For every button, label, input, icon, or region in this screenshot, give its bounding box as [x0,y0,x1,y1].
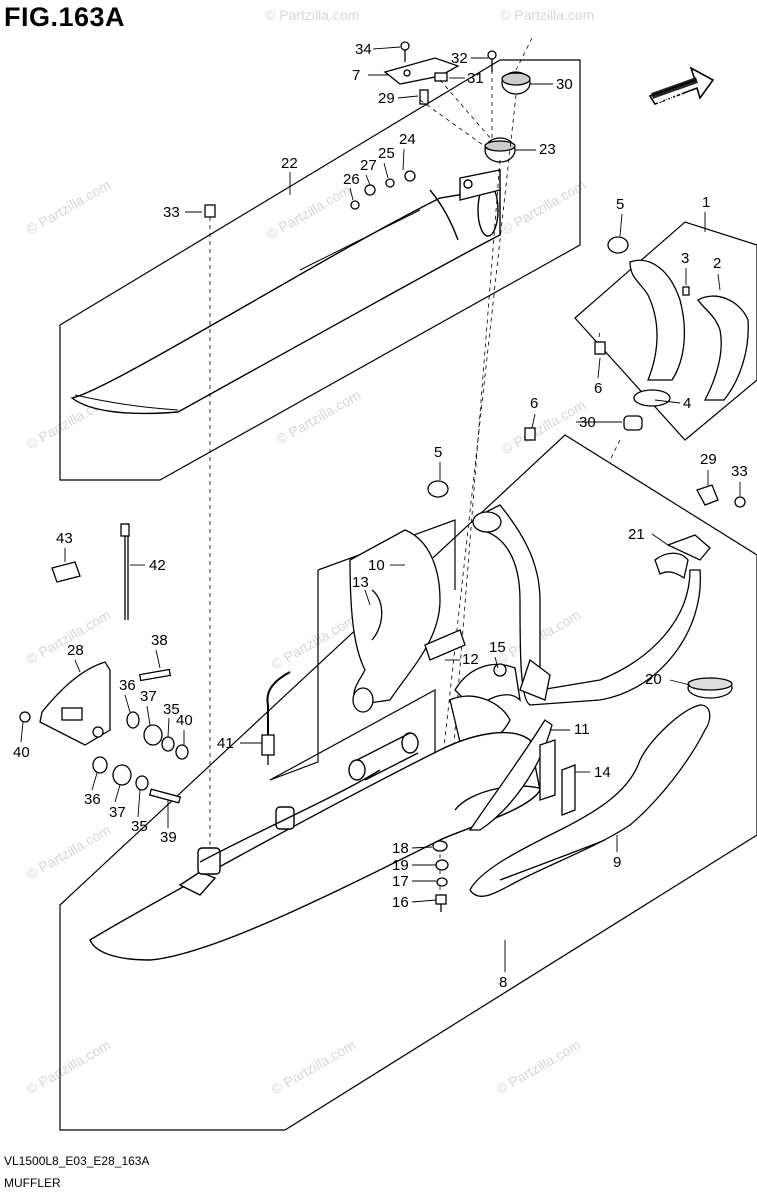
callout-37b: 37 [109,804,126,821]
heat-shields [468,704,711,897]
watermark: © Partzilla.com [274,387,364,448]
rear-muffler-box [59,59,581,481]
callout-15: 15 [489,639,506,656]
callout-28: 28 [67,642,84,659]
callout-9: 9 [613,854,621,871]
callout-labels: 1 2 3 4 5 5 6 6 7 8 9 10 11 12 13 14 15 … [13,41,748,991]
callout-21: 21 [628,526,645,543]
muffler-inner-box [269,688,436,781]
mount-bracket [19,661,189,804]
callout-31: 31 [467,70,484,87]
callout-24: 24 [399,131,416,148]
callout-30b: 30 [579,414,596,431]
callout-34: 34 [355,41,372,58]
callout-33b: 33 [731,463,748,480]
watermark: © Partzilla.com [269,612,359,673]
callout-3: 3 [681,250,689,267]
watermark: © Partzilla.com [269,1037,359,1098]
pipe-inset-parts [594,236,749,431]
o2-subbox [269,570,319,781]
callout-18: 18 [392,840,409,857]
watermark: © Partzilla.com [24,1037,114,1098]
front-exhaust-parts [349,427,746,746]
callout-35a: 35 [163,701,180,718]
callout-6a: 6 [594,380,602,397]
callout-39: 39 [160,829,177,846]
callout-36b: 36 [84,791,101,808]
callout-40b: 40 [13,744,30,761]
callout-13: 13 [352,574,369,591]
watermark: © Partzilla.com [494,1037,584,1098]
watermark: © Partzilla.com [24,177,114,238]
callout-5b: 5 [434,444,442,461]
watermark: © Partzilla.com [264,182,354,243]
pipe-inset-box [574,221,757,441]
callout-25: 25 [378,145,395,162]
callout-35b: 35 [131,818,148,835]
callout-12: 12 [462,651,479,668]
callout-30a: 30 [556,76,573,93]
watermark: © Partzilla.com [24,822,114,883]
callout-10: 10 [368,557,385,574]
watermark: © Partzilla.com [499,177,589,238]
callout-6b: 6 [530,395,538,412]
callout-20: 20 [645,671,662,688]
callout-29a: 29 [378,90,395,107]
callout-leaders [20,46,741,972]
callout-22: 22 [281,155,298,172]
watermark: © Partzilla.com [265,7,359,23]
front-exhaust-box [59,434,757,1131]
callout-32: 32 [451,50,468,67]
callout-41: 41 [217,735,234,752]
callout-42: 42 [149,557,166,574]
watermark: © Partzilla.com [499,397,589,458]
callout-29b: 29 [700,451,717,468]
figure-code: VL1500L8_E03_E28_163A [4,1154,150,1168]
callout-43: 43 [56,530,73,547]
top-bracket [204,41,531,845]
callout-19: 19 [392,857,409,874]
callout-37a: 37 [140,688,157,705]
callout-14: 14 [594,764,611,781]
callout-1: 1 [702,194,710,211]
figure-name: MUFFLER [4,1176,61,1190]
fwd-label: FWD [654,86,685,109]
callout-27: 27 [360,157,377,174]
callout-17: 17 [392,873,409,890]
rear-muffler [70,169,501,415]
callout-4: 4 [683,395,691,412]
callout-5a: 5 [616,196,624,213]
callout-11: 11 [574,721,590,738]
callout-2: 2 [713,255,721,272]
group-boxes [59,59,757,1131]
front-muffler [89,732,546,961]
callout-23: 23 [539,141,556,158]
fwd-arrow-icon: FWD [648,66,715,109]
callout-33a: 33 [163,204,180,221]
callout-36a: 36 [119,677,136,694]
callout-16: 16 [392,894,409,911]
fasteners-16-19 [432,840,449,912]
callout-8: 8 [499,974,507,991]
callout-38: 38 [151,632,168,649]
sensor-and-tie [51,523,291,765]
callout-7: 7 [352,67,360,84]
callout-40a: 40 [176,712,193,729]
watermark: © Partzilla.com [500,7,594,23]
callout-26: 26 [343,171,360,188]
figure-title: FIG.163A [4,2,126,32]
